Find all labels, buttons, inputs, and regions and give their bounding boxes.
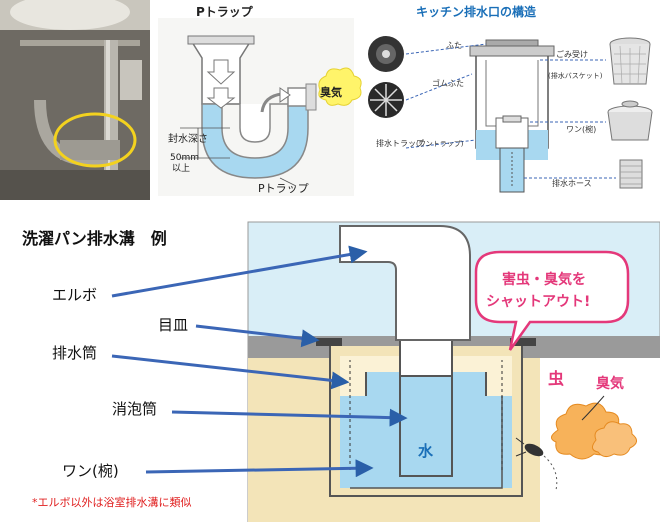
arrow-bowl — [145, 459, 374, 478]
label-drain-tube: 排水筒 — [52, 344, 97, 362]
shutout-bubble — [474, 250, 630, 351]
sink-photo — [0, 0, 150, 200]
arrow-foam-tube — [171, 408, 408, 427]
bowl-icon — [607, 100, 653, 141]
cockroach-icon — [515, 437, 544, 457]
bug-label: 虫 — [548, 369, 564, 388]
hose-icon — [619, 159, 643, 189]
bubble-line1: 害虫・臭気を — [502, 271, 586, 288]
kitchen-label-basket-sub: (排水バスケット) — [548, 71, 603, 80]
washer-title: 洗濯パン排水溝 例 — [22, 229, 167, 248]
p-trap-bottom-label: Pトラップ — [258, 182, 309, 195]
washer-pan-diagram — [247, 221, 660, 522]
kitchen-label-basket: ごみ受け — [556, 49, 588, 59]
basket-icon — [609, 37, 651, 85]
kitchen-label-hose: 排水ホース — [552, 178, 592, 188]
label-foam-tube: 消泡筒 — [112, 400, 157, 418]
depth-note-line1: 50mm — [170, 153, 199, 163]
odor-cloud — [318, 67, 362, 106]
bubble-line2: シャットアウト! — [486, 294, 590, 310]
kitchen-panel — [368, 36, 653, 193]
kitchen-label-lid: ふた — [446, 41, 462, 50]
kitchen-title: キッチン排水口の構造 — [416, 4, 537, 19]
label-elbow: エルボ — [52, 286, 97, 304]
kitchen-label-rubber-lid: ゴムふた — [432, 78, 464, 88]
washer-odor-label: 臭気 — [596, 375, 624, 392]
kitchen-label-trap: 排水トラップ — [376, 138, 424, 148]
p-trap-odor-label: 臭気 — [320, 85, 342, 99]
arrow-elbow — [111, 245, 368, 298]
water-label: 水 — [418, 442, 434, 460]
seal-depth-label: 封水深さ — [168, 132, 208, 145]
p-trap-panel — [152, 0, 362, 200]
footnote: *エルボ以外は浴室排水溝に類似 — [32, 495, 192, 509]
p-trap-title: Pトラップ — [196, 4, 254, 19]
label-bowl: ワン(椀) — [62, 462, 119, 480]
arrow-plate — [195, 324, 320, 348]
label-plate: 目皿 — [158, 316, 188, 334]
kitchen-label-bowl: ワン(椀) — [566, 124, 596, 134]
kitchen-label-trap-sub: (ワントラップ) — [416, 140, 464, 148]
arrow-drain-tube — [111, 354, 350, 390]
depth-note-line2: 以上 — [172, 163, 190, 174]
